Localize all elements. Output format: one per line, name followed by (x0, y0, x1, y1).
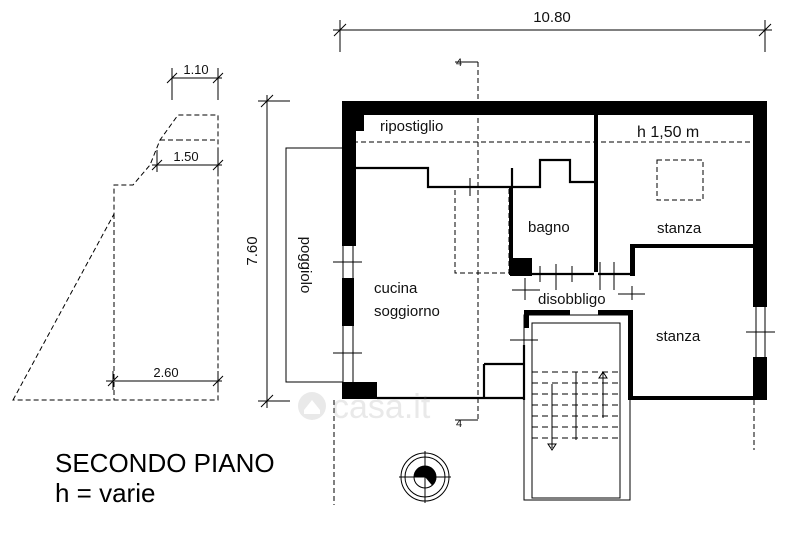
windows (333, 246, 775, 382)
total-width-label: 10.80 (533, 9, 571, 26)
section-cut-line: 4 4 (455, 57, 479, 430)
exterior-walls (342, 101, 767, 399)
height-caption: h = varie (55, 478, 155, 508)
watermark-text: casa.it (332, 388, 431, 426)
stair-arrow-up-icon (598, 371, 608, 379)
svg-text:4: 4 (456, 57, 462, 69)
stair-arrow-down-icon (547, 443, 557, 451)
room-cucina-label-line2: soggiorno (374, 303, 440, 320)
balcony-label: poggiolo (297, 237, 314, 294)
room-stanza-lower-label: stanza (656, 328, 701, 345)
svg-text:4: 4 (456, 418, 462, 430)
room-stanza-upper-label: stanza (657, 220, 702, 237)
compass-icon (399, 451, 451, 503)
room-cucina-label-line1: cucina (374, 280, 418, 297)
room-ripostiglio-label: ripostiglio (380, 118, 443, 135)
balcony: poggiolo (285, 147, 343, 383)
interior-walls (356, 115, 767, 400)
dimension-total-width: 10.80 (333, 9, 772, 52)
section-top-label: 1.10 (183, 62, 208, 77)
section-bottom-label: 2.60 (153, 365, 178, 380)
roof-section: 1.10 1.50 2.60 (12, 62, 224, 401)
watermark: casa.it (298, 388, 431, 426)
floor-caption: SECONDO PIANO (55, 448, 275, 478)
dashed-outlines (333, 159, 755, 505)
dimension-total-height: 7.60 (244, 94, 290, 408)
section-mid-label: 1.50 (173, 149, 198, 164)
door-marks (458, 178, 645, 352)
stairwell (523, 314, 631, 501)
room-bagno-label: bagno (528, 219, 570, 236)
total-height-label: 7.60 (244, 236, 261, 265)
room-height-note: h 1,50 m (637, 124, 699, 141)
room-disobbligo-label: disobbligo (538, 291, 606, 308)
